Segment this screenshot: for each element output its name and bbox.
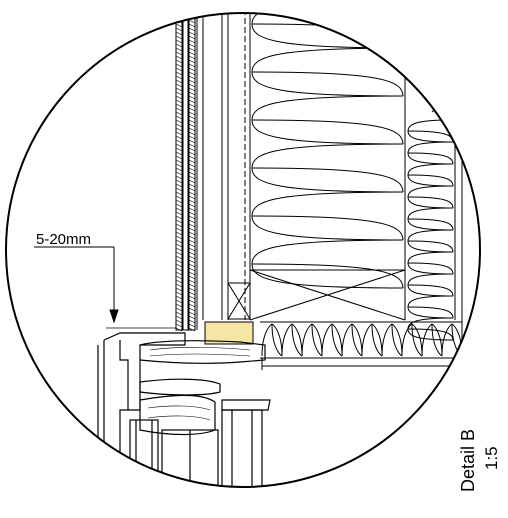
cladding-layers [175,13,229,332]
batten-cross [249,269,406,321]
detail-circle [5,12,481,488]
window-frame [97,332,271,487]
detail-title: Detail B [458,429,478,492]
sill-insulation [261,323,463,357]
dimension-indicator [34,246,176,329]
sealant-block [204,321,254,345]
outer-insulation [407,119,454,341]
detail-scale: 1:5 [482,446,501,470]
cavity-insulation [251,13,404,289]
dimension-label: 5-20mm [36,231,91,248]
